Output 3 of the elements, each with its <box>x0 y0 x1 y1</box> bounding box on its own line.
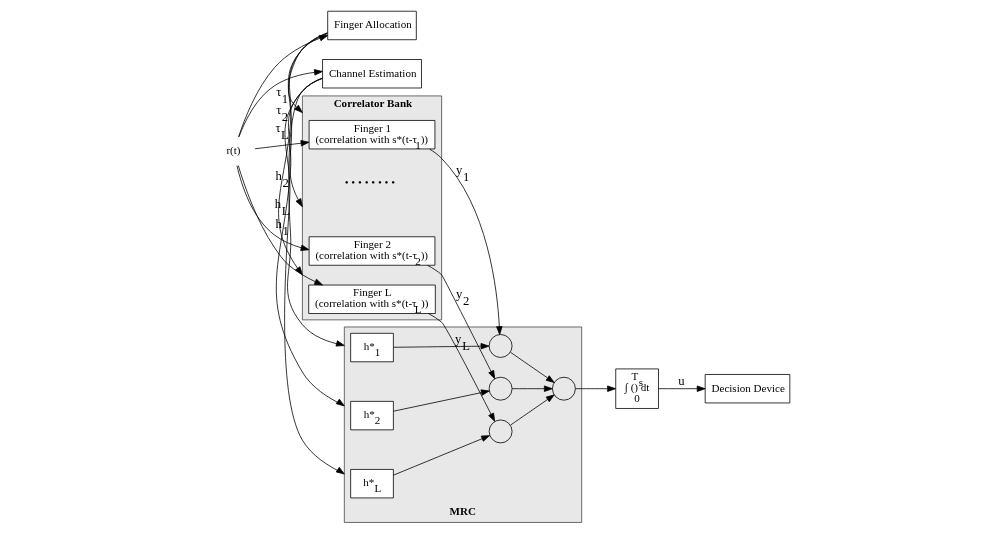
edge-label: u <box>677 373 685 388</box>
label: • • • • • • • • <box>344 175 395 188</box>
node-text: r(t) <box>225 144 241 157</box>
